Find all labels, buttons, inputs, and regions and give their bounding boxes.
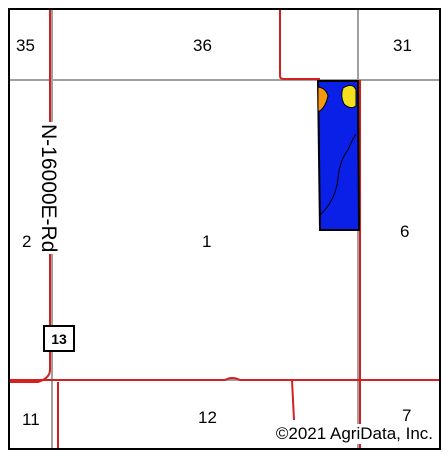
section-label-36: 36 — [193, 36, 212, 55]
section-label-2: 2 — [22, 232, 32, 251]
road-county — [10, 10, 51, 383]
soil-boundary-line — [319, 133, 357, 216]
field — [316, 80, 361, 231]
road-south — [10, 377, 439, 381]
road-south-spur — [291, 379, 295, 421]
field-boundary — [316, 80, 361, 231]
roads — [10, 10, 439, 448]
soil-orange-patch — [317, 86, 329, 112]
road-top-connector — [279, 10, 320, 80]
section-label-1: 1 — [202, 232, 212, 251]
soil-yellow-patch — [341, 84, 357, 109]
section-lines — [10, 10, 439, 448]
section-label-12: 12 — [198, 408, 217, 427]
section-label-11: 11 — [22, 410, 40, 429]
road-label-n16000e: N-16000E-Rd — [36, 122, 60, 255]
highway-number: 13 — [51, 330, 67, 347]
map-frame[interactable]: 35 36 31 2 1 6 11 12 7 N-16000E-Rd 13 ©2… — [8, 8, 441, 450]
map-canvas[interactable] — [10, 10, 441, 450]
highway-shield-icon: 13 — [43, 325, 75, 352]
section-label-6: 6 — [400, 222, 410, 241]
section-label-7: 7 — [402, 406, 412, 425]
section-label-35: 35 — [16, 36, 35, 55]
copyright-text: ©2021 AgriData, Inc. — [275, 424, 433, 444]
section-label-31: 31 — [393, 36, 412, 55]
